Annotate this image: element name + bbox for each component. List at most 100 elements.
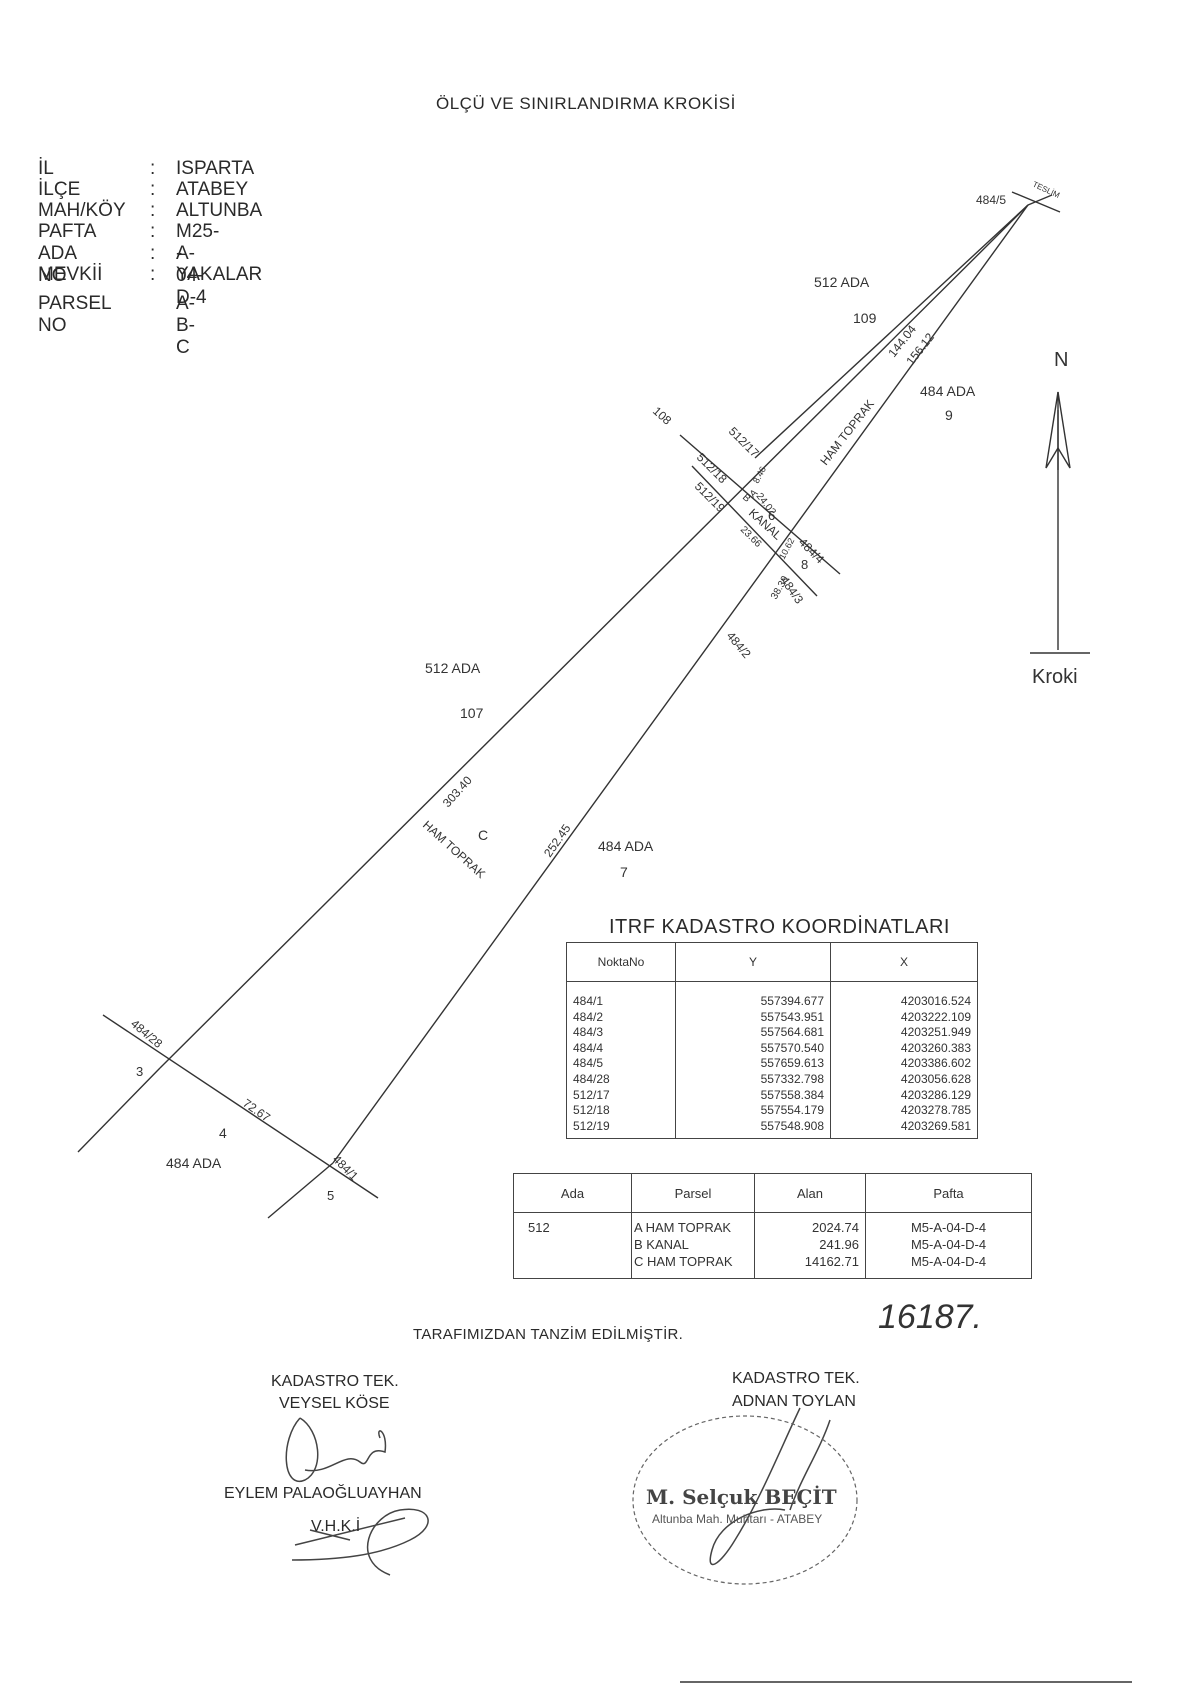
handwritten-total: 16187. [878,1298,982,1336]
point-label-484-2: 484/2 [724,629,754,661]
info-label: MEVKİİ [38,264,103,285]
header-alan: Alan [754,1173,866,1213]
right-title: KADASTRO TEK. [732,1370,860,1387]
cell-parsel: A HAM TOPRAK [634,1220,732,1235]
point-number-5: 5 [327,1188,334,1203]
page-title: ÖLÇÜ VE SINIRLANDIRMA KROKİSİ [436,94,736,113]
boundary-line-upper [754,204,1029,459]
info-value: M25-A-04-D-4 [176,221,220,308]
cell-x: 4203278.785 [900,1103,971,1118]
area-label-512-107: 512 ADA [425,660,481,676]
info-value: ISPARTA [176,158,255,179]
kroki-label: Kroki [1032,666,1078,688]
lower-line-2 [77,1067,161,1153]
cell-y: 557394.677 [760,994,824,1008]
boundary-line-a [159,204,1029,1069]
info-label: İLÇE [38,179,81,200]
info-value: ATABEY [176,179,249,200]
area-label-512-109: 512 ADA [814,274,870,290]
cell-x: 4203269.581 [900,1118,971,1133]
cell-x: 4203260.383 [900,1040,971,1055]
cell-x: 4203386.602 [900,1056,971,1071]
cell-noktano: 512/19 [573,1118,610,1133]
left-title: KADASTRO TEK. [271,1373,399,1390]
cell-y: 557570.540 [760,1040,824,1055]
cell-y: 557543.951 [760,1009,824,1024]
info-label: MAH/KÖY [38,200,126,221]
boundary-line-b [332,204,1029,1164]
cell-noktano: 512/17 [573,1087,610,1102]
cell-alan: 2024.74 [812,1220,859,1235]
parcel-label-108: 108 [650,404,674,428]
signature-left-1 [285,1417,387,1483]
canal-line-2 [691,465,818,597]
info-label: PAFTA [38,221,97,242]
info-value: YAKALAR [176,264,263,285]
cell-x: 4203222.109 [900,1009,971,1024]
area-no-4: 4 [219,1125,227,1141]
signature-right [709,1407,831,1566]
coord-table: NoktaNo Y X 484/1 484/2 484/3 484/4 484/… [566,942,978,1140]
cell-noktano: 512/18 [573,1103,610,1118]
cell-parsel: C HAM TOPRAK [634,1254,733,1269]
coord-table-header: NoktaNo Y X [566,942,978,982]
info-value: - [176,243,183,264]
left-name-2: EYLEM PALAOĞLUAYHAN [224,1485,422,1502]
cell-ada: 512 [513,1212,632,1279]
point-label-484-28: 484/28 [128,1017,165,1052]
header-parsel: Parsel [631,1173,755,1213]
point-label-484-5: 484/5 [976,193,1006,207]
distance-72-67: 72.67 [240,1096,273,1125]
parcel-table-header: Ada Parsel Alan Pafta [513,1173,1032,1213]
stamp-address: Altunba Mah. Muhtarı - ATABEY [652,1512,823,1526]
distance-10-62: 10.62 [777,536,796,561]
lower-line-3 [267,1162,334,1219]
cell-noktano: 484/4 [573,1040,604,1055]
info-label: İL [38,158,54,179]
parcel-label-b: B [740,492,753,505]
noktano-column: 484/1 484/2 484/3 484/4 484/5 484/28 512… [566,980,676,1140]
y-column: 557394.677 557543.951 557564.681 557570.… [675,980,831,1140]
header-pafta: Pafta [865,1173,1032,1213]
coord-table-title: ITRF KADASTRO KOORDİNATLARI [609,916,950,938]
header-ada: Ada [513,1173,632,1213]
area-label-484-9: 484 ADA [920,383,976,399]
cell-noktano: 484/2 [573,1009,604,1024]
info-value: A-B-C [176,293,195,358]
info-value: ALTUNBA [176,200,263,221]
pafta-column: M5-A-04-D-4 M5-A-04-D-4 M5-A-04-D-4 [865,1212,1032,1279]
right-name: ADNAN TOYLAN [732,1393,856,1410]
header-y: Y [675,942,831,982]
parcel-label-c: C [478,827,488,843]
point-label-512-17: 512/17 [726,424,762,460]
stamp-name: M. Selçuk BEÇİT [646,1485,837,1509]
cell-y: 557659.613 [760,1056,824,1071]
statement-text: TARAFIMIZDAN TANZİM EDİLMİŞTİR. [413,1326,684,1343]
point-number-6: 6 [768,508,775,523]
north-label: N [1054,349,1068,371]
lower-line-1 [102,1014,379,1199]
coord-table-body: 484/1 484/2 484/3 484/4 484/5 484/28 512… [566,980,978,1140]
parcel-label-ham-toprak-a: HAM TOPRAK [817,397,877,468]
cell-x: 4203251.949 [900,1025,971,1040]
area-label-484-4: 484 ADA [166,1155,222,1171]
distance-8-46: 8.46 [751,465,768,485]
area-no-9: 9 [945,407,953,423]
cell-noktano: 484/1 [573,994,604,1008]
info-label: PARSEL NO [38,293,111,336]
canal-line-1 [679,434,841,575]
cell-pafta: M5-A-04-D-4 [910,1254,987,1269]
signature-left-2 [291,1508,429,1576]
cell-parsel: B KANAL [634,1237,689,1252]
cell-y: 557558.384 [760,1087,824,1102]
x-column: 4203016.524 4203222.109 4203251.949 4203… [830,980,978,1140]
area-no-7: 7 [620,864,628,880]
left-name: VEYSEL KÖSE [279,1395,390,1412]
left-role: V.H.K.İ [311,1518,361,1535]
area-label-484-7: 484 ADA [598,838,654,854]
cell-alan: 14162.71 [804,1254,859,1269]
cell-y: 557564.681 [760,1025,824,1040]
cell-x: 4203016.524 [900,994,971,1008]
header-x: X [830,942,978,982]
